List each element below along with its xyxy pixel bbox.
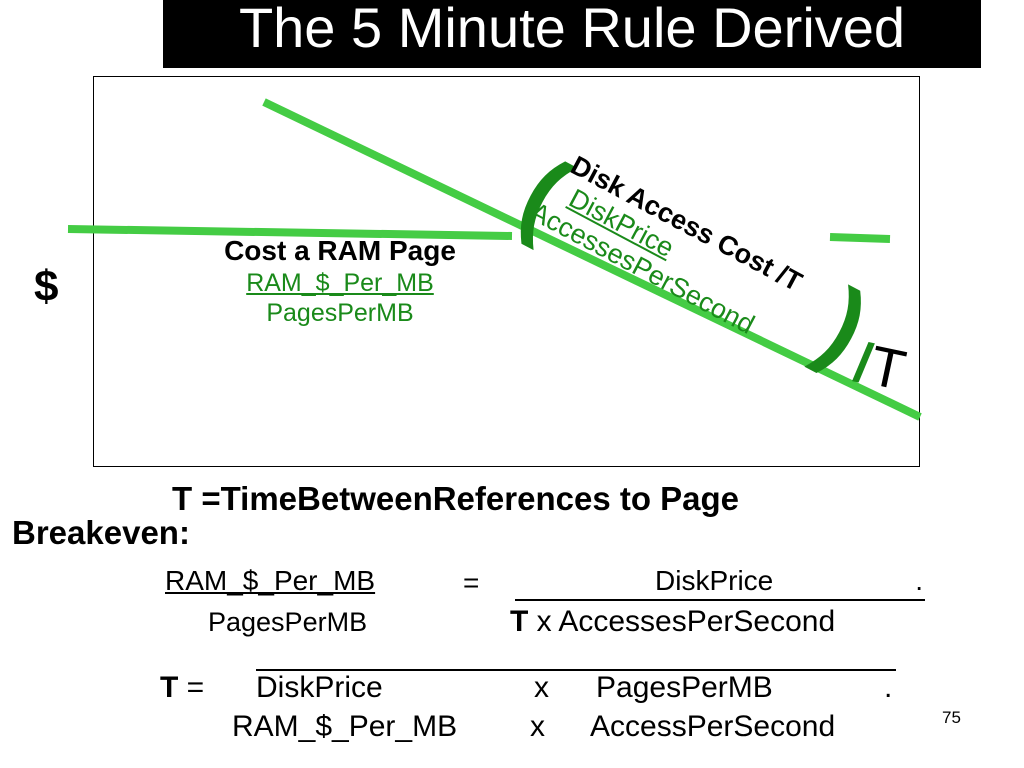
disk-cost-line — [262, 98, 922, 421]
page-number: 75 — [942, 708, 961, 727]
eq2-numerator-x: x — [534, 671, 549, 704]
ram-cost-line-tail — [829, 233, 891, 243]
ram-cost-denominator: PagesPerMB — [266, 299, 414, 327]
ram-cost-numerator: RAM_$_Per_MB — [246, 269, 434, 297]
breakeven-label: Breakeven: — [12, 514, 190, 551]
eq2-lhs: T = — [160, 669, 204, 707]
eq1-left-denominator: PagesPerMB — [208, 607, 368, 637]
eq2-numerator: DiskPrice x PagesPerMB . — [256, 669, 896, 704]
eq1-right-numerator-end: . — [915, 565, 923, 596]
eq1-right-numerator: DiskPrice. — [515, 563, 925, 601]
eq1-right-denominator: T x AccessesPerSecond — [510, 603, 835, 641]
eq1-left-numerator: RAM_$_Per_MB — [165, 565, 376, 596]
eq2-denominator-a: RAM_$_Per_MB — [232, 710, 458, 743]
slide-title: The 5 Minute Rule Derived — [238, 0, 906, 59]
eq1-denominator-t: T — [510, 605, 529, 638]
eq1-equals: = — [463, 567, 480, 598]
t-definition: T =TimeBetweenReferences to Page — [172, 480, 740, 517]
ram-cost-line — [67, 225, 513, 240]
y-axis-label: $ — [34, 262, 59, 311]
eq2-numerator-a: DiskPrice — [256, 671, 383, 704]
eq2-numerator-end: . — [884, 671, 893, 704]
eq2-denominator: RAM_$_Per_MB x AccessPerSecond — [232, 707, 912, 747]
eq2-numerator-b: PagesPerMB — [596, 671, 773, 704]
eq2-lhs-t: T — [160, 671, 179, 704]
title-bar: The 5 Minute Rule Derived — [163, 0, 981, 68]
eq2-denominator-b: AccessPerSecond — [590, 710, 836, 743]
eq1-right-numerator-text: DiskPrice — [655, 565, 774, 596]
eq1-denominator-rest: x AccessesPerSecond — [528, 605, 836, 638]
ram-cost-label: Cost a RAM Page RAM_$_Per_MB PagesPerMB — [190, 234, 490, 328]
diagram-frame — [93, 76, 920, 467]
eq2-denominator-x: x — [530, 710, 545, 743]
ram-cost-title: Cost a RAM Page — [224, 235, 456, 266]
eq2-lhs-equals: = — [178, 671, 205, 704]
